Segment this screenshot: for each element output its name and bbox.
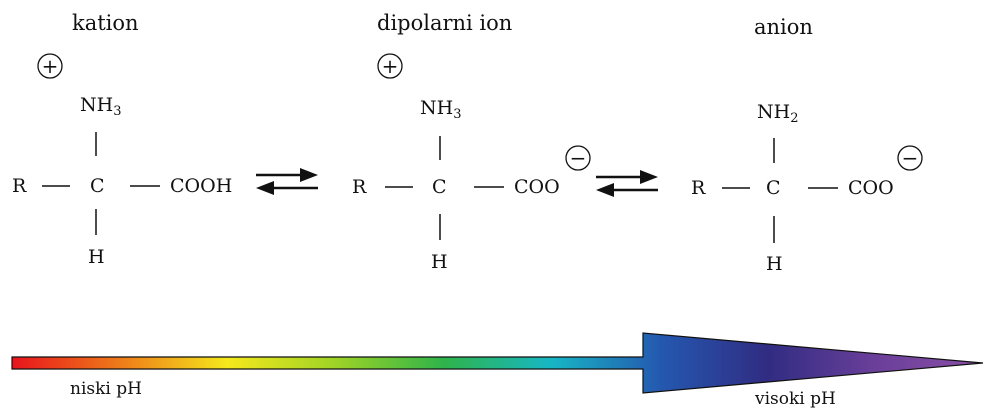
negative-charge-symbol: − <box>565 145 591 171</box>
negative-charge-symbol: − <box>897 145 923 171</box>
hydrogen-atom: H <box>766 253 783 275</box>
positive-charge-symbol: + <box>377 53 403 79</box>
alpha-carbon: C <box>766 177 781 199</box>
r-group: R <box>12 175 27 197</box>
low-ph-label: niski pH <box>70 379 142 399</box>
r-group: R <box>352 176 367 198</box>
positive-charge-symbol: + <box>37 53 63 79</box>
alpha-carbon: C <box>432 176 447 198</box>
high-ph-label: visoki pH <box>754 389 836 408</box>
carboxylate-group: COO <box>514 176 560 198</box>
minus-sign: − <box>902 146 919 170</box>
plus-sign: + <box>382 54 399 78</box>
hydrogen-atom: H <box>88 246 105 268</box>
species-cation: kation + NH3 R C COOH H <box>12 11 232 268</box>
amino-group: NH2 <box>757 101 798 126</box>
alpha-carbon: C <box>90 175 105 197</box>
hydrogen-atom: H <box>431 251 448 273</box>
amino-group: NH3 <box>80 94 121 119</box>
species-label: anion <box>754 15 813 39</box>
plus-sign: + <box>42 54 59 78</box>
carboxyl-group: COOH <box>170 175 232 197</box>
r-group: R <box>691 177 706 199</box>
ph-gradient-arrow <box>11 332 984 394</box>
species-anion: anion NH2 R C COO − H <box>691 15 923 275</box>
amino-group: NH3 <box>420 97 461 122</box>
species-label: dipolarni ion <box>377 11 512 35</box>
equilibrium-arrows-2 <box>596 170 658 197</box>
minus-sign: − <box>570 146 587 170</box>
species-label: kation <box>72 11 139 35</box>
carboxylate-group: COO <box>848 177 894 199</box>
equilibrium-arrows-1 <box>256 168 318 195</box>
species-zwitterion: dipolarni ion + NH3 R C COO − H <box>352 11 591 273</box>
